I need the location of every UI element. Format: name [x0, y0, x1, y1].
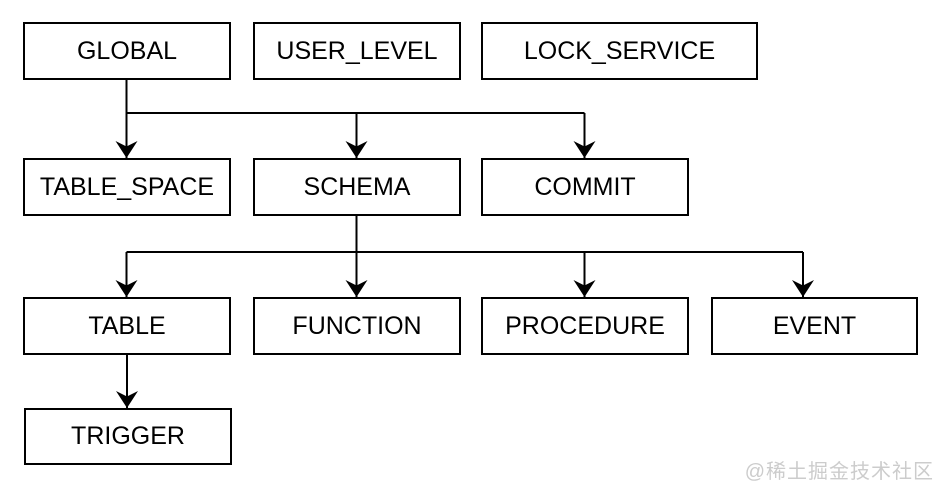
node-commit: COMMIT [481, 158, 689, 216]
node-function: FUNCTION [253, 297, 461, 355]
node-trigger: TRIGGER [24, 408, 232, 465]
node-procedure: PROCEDURE [481, 297, 689, 355]
node-global: GLOBAL [23, 22, 231, 80]
node-table: TABLE [23, 297, 231, 355]
node-table-space: TABLE_SPACE [23, 158, 231, 216]
node-user-level: USER_LEVEL [253, 22, 461, 80]
node-schema: SCHEMA [253, 158, 461, 216]
edge-global-trunk [125, 80, 585, 114]
watermark-text: @稀土掘金技术社区 [744, 461, 934, 483]
node-event: EVENT [711, 297, 918, 355]
node-lock-service: LOCK_SERVICE [481, 22, 758, 80]
edge-schema-trunk [126, 216, 803, 253]
